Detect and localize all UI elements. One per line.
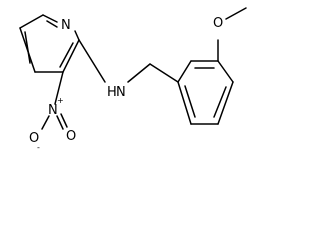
bond-n-o-right-1: [60, 113, 68, 128]
bond-c2-c3: [62, 39, 80, 73]
bond-c3-nitro: [54, 71, 64, 105]
amine-h-label: H: [107, 85, 117, 100]
bond-n-o-left: [41, 115, 50, 130]
bond-inner-b2: [213, 86, 227, 118]
bond-b4-b5: [217, 81, 234, 125]
methoxy-o-label: O: [213, 16, 223, 31]
chemical-structure: N H N N + O O - O: [19, 7, 247, 152]
bond-nh-ch2: [127, 63, 151, 83]
benzene-ring: [177, 60, 234, 125]
bond-b6-b1: [177, 81, 192, 125]
bond-inner-2: [59, 42, 74, 68]
bond-inner-3: [24, 31, 31, 64]
bond-b1-b2: [177, 60, 192, 83]
bond-b3-b4: [217, 60, 234, 83]
nitro-o-right-label: O: [66, 129, 76, 144]
nitro-o-charge: -: [37, 143, 40, 152]
bond-o-methyl: [225, 7, 247, 20]
bond-c2-nh: [78, 39, 106, 83]
pyridine-ring: [19, 14, 80, 73]
pyridine-n-label: N: [61, 18, 71, 33]
bond-c6-n1: [42, 14, 58, 23]
bond-inner-b3: [184, 85, 196, 118]
nitro-n-label: N: [48, 103, 58, 118]
bond-c5-c6: [19, 14, 44, 29]
bond-inner-1: [46, 20, 58, 28]
amine-n-label: N: [116, 85, 126, 100]
nitro-o-left-label: O: [29, 131, 39, 146]
bond-n-o-right-2: [56, 115, 64, 130]
bond-n1-c2: [74, 30, 80, 41]
nitro-n-charge: +: [57, 96, 64, 105]
bond-ch2-ring: [149, 63, 179, 83]
